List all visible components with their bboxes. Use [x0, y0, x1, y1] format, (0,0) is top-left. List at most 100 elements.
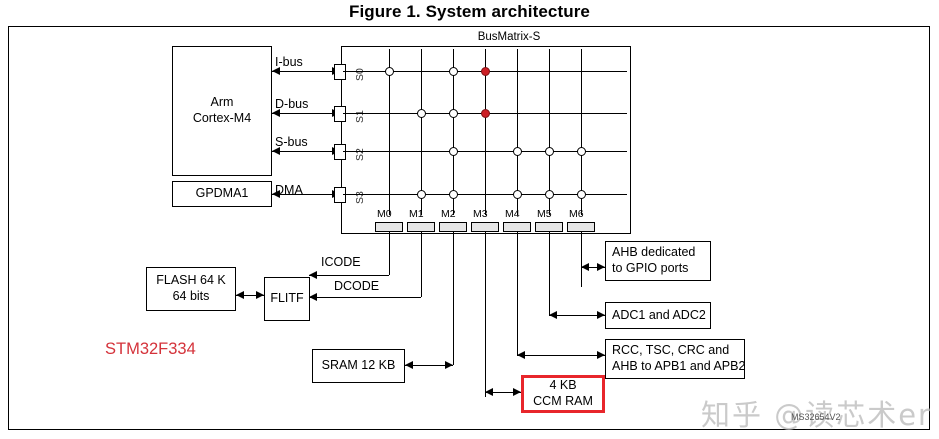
- master-bar-m2[interactable]: [439, 222, 467, 232]
- cpu-label-line2: Cortex-M4: [192, 111, 252, 125]
- drop-m3: [485, 232, 486, 397]
- rcc-label-line2: AHB to APB1 and APB2: [612, 359, 746, 373]
- crosspoint-s3-m2[interactable]: [448, 189, 458, 199]
- ccmram-label-line1: 4 KB: [549, 378, 577, 393]
- label-d-bus: D-bus: [275, 97, 309, 111]
- crosspoint-s3-m4[interactable]: [512, 189, 522, 199]
- crosspoint-s0-m3[interactable]: [480, 66, 490, 76]
- wire-icode: [309, 275, 389, 276]
- master-port-label-m6: M6: [569, 208, 584, 220]
- arrow-icode-left: [309, 270, 317, 279]
- arrow-dma-left: [272, 189, 280, 198]
- crosspoint-s1-m3[interactable]: [480, 108, 490, 118]
- drop-m0: [389, 232, 390, 275]
- drop-m5: [549, 232, 550, 315]
- crosspoint-s1-m2[interactable]: [448, 108, 458, 118]
- block-ccm-ram[interactable]: 4 KB CCM RAM: [521, 375, 605, 413]
- crosspoint-s3-m1[interactable]: [416, 189, 426, 199]
- crosspoint-s2-m5[interactable]: [544, 146, 554, 156]
- arrow-ccmram-left: [485, 387, 493, 396]
- crosspoint-s0-m0[interactable]: [384, 66, 394, 76]
- matrix-col-m4: [517, 49, 518, 215]
- master-port-label-m4: M4: [505, 208, 520, 220]
- slave-port-s0[interactable]: [334, 64, 346, 80]
- adc-label: ADC1 and ADC2: [612, 307, 706, 322]
- label-s-bus: S-bus: [275, 135, 308, 149]
- arrow-dcode-left: [309, 292, 317, 301]
- master-port-label-m3: M3: [473, 208, 488, 220]
- master-bar-m6[interactable]: [567, 222, 595, 232]
- label-i-bus: I-bus: [275, 55, 303, 69]
- arrow-s-bus-left: [272, 146, 280, 155]
- drop-m1: [421, 232, 422, 297]
- crosspoint-s1-m1[interactable]: [416, 108, 426, 118]
- arrow-gpio-left: [581, 262, 589, 271]
- crosspoint-s3-m6[interactable]: [576, 189, 586, 199]
- crosspoint-s3-m5[interactable]: [544, 189, 554, 199]
- flash-label-line2: 64 bits: [172, 289, 210, 303]
- label-dma: DMA: [275, 183, 303, 197]
- block-gpdma1[interactable]: GPDMA1: [172, 181, 272, 207]
- wire-adc: [549, 315, 605, 316]
- slave-port-s2[interactable]: [334, 144, 346, 160]
- drop-m2: [453, 232, 454, 365]
- crosspoint-s0-m2[interactable]: [448, 66, 458, 76]
- block-adc[interactable]: ADC1 and ADC2: [605, 302, 711, 329]
- figure-frame: BusMatrix-S Arm Cortex-M4 GPDMA1 I-bus D…: [8, 26, 930, 432]
- flash-label-line1: FLASH 64 K: [156, 273, 226, 288]
- ccmram-label-line2: CCM RAM: [533, 394, 593, 408]
- master-bar-m4[interactable]: [503, 222, 531, 232]
- matrix-col-m1: [421, 49, 422, 215]
- arrow-gpio-right: [597, 262, 605, 271]
- block-rcc-tsc-crc[interactable]: RCC, TSC, CRC and AHB to APB1 and APB2: [605, 339, 745, 379]
- wire-d-bus: [272, 113, 340, 114]
- slave-port-s1[interactable]: [334, 106, 346, 122]
- master-bar-m3[interactable]: [471, 222, 499, 232]
- figure-id: MS32654V2: [791, 412, 841, 422]
- master-bar-m5[interactable]: [535, 222, 563, 232]
- flitf-label: FLITF: [270, 291, 304, 306]
- arrow-rcc-right: [597, 350, 605, 359]
- chip-name-label: STM32F334: [105, 340, 196, 358]
- cpu-label-line1: Arm: [210, 95, 234, 110]
- wire-dma: [272, 194, 340, 195]
- sram-label: SRAM 12 KB: [321, 358, 396, 373]
- matrix-col-m3: [485, 49, 486, 215]
- matrix-col-m2: [453, 49, 454, 215]
- wire-i-bus: [272, 71, 340, 72]
- arrow-adc-left: [549, 310, 557, 319]
- crosspoint-s2-m2[interactable]: [448, 146, 458, 156]
- drop-m6: [581, 232, 582, 287]
- arrow-d-bus-left: [272, 108, 280, 117]
- block-sram[interactable]: SRAM 12 KB: [312, 349, 405, 383]
- crosspoint-s2-m6[interactable]: [576, 146, 586, 156]
- wire-sram: [405, 365, 453, 366]
- wire-ccmram: [485, 392, 521, 393]
- wire-s-bus: [272, 151, 340, 152]
- master-bar-m1[interactable]: [407, 222, 435, 232]
- matrix-col-m0: [389, 49, 390, 215]
- label-icode: ICODE: [321, 255, 361, 269]
- block-flash[interactable]: FLASH 64 K 64 bits: [146, 267, 236, 311]
- block-arm-cortex-m4[interactable]: Arm Cortex-M4: [172, 46, 272, 176]
- crosspoint-s2-m4[interactable]: [512, 146, 522, 156]
- master-port-label-m0: M0: [377, 208, 392, 220]
- matrix-col-m5: [549, 49, 550, 215]
- master-bar-m0[interactable]: [375, 222, 403, 232]
- gpio-label-line1: AHB dedicated: [612, 245, 696, 260]
- wire-dcode: [309, 297, 421, 298]
- gpio-label-line2: to GPIO ports: [612, 261, 689, 275]
- label-dcode: DCODE: [334, 279, 380, 293]
- block-ahb-gpio[interactable]: AHB dedicated to GPIO ports: [605, 241, 711, 281]
- wire-gpio: [581, 267, 605, 268]
- arrow-sram-right: [445, 360, 453, 369]
- matrix-col-m6: [581, 49, 582, 215]
- wire-rcc: [517, 355, 605, 356]
- arrow-rcc-left: [517, 350, 525, 359]
- busmatrix-title: BusMatrix-S: [477, 31, 541, 43]
- arrow-i-bus-left: [272, 66, 280, 75]
- slave-port-s3[interactable]: [334, 187, 346, 203]
- block-flitf[interactable]: FLITF: [264, 277, 310, 321]
- rcc-label-line1: RCC, TSC, CRC and: [612, 343, 730, 358]
- arrow-adc-right: [597, 310, 605, 319]
